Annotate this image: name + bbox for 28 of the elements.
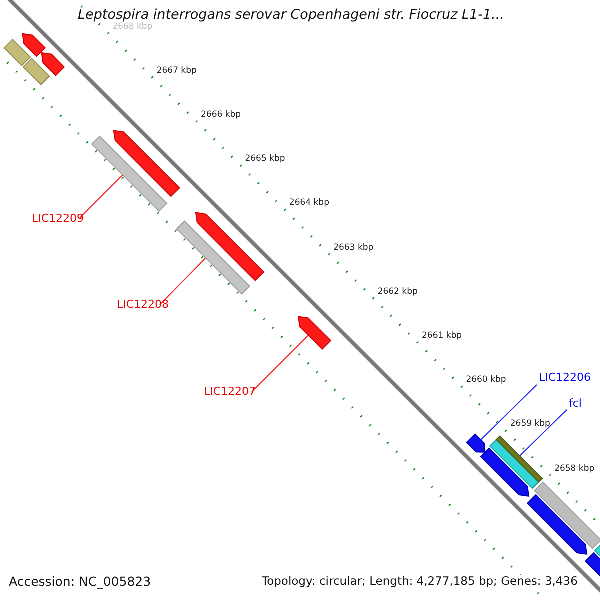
gene-feature xyxy=(176,220,250,295)
title: Leptospira interrogans serovar Copenhageni str. Fiocruz L1-1... xyxy=(78,8,504,23)
leader-line xyxy=(160,258,206,306)
leader-line xyxy=(80,174,124,218)
genome-summary-text: Topology: circular; Length: 4,277,185 bp; Genes: 3,436 xyxy=(262,575,578,588)
scale-label: 2659 kbp xyxy=(510,420,550,430)
scale-label: 2667 kbp xyxy=(156,66,197,76)
scale-label: 2666 kbp xyxy=(201,110,242,120)
leader-line xyxy=(252,334,310,392)
scale-label: 2664 kbp xyxy=(289,199,330,209)
gene-feature xyxy=(496,436,544,483)
gene-feature xyxy=(91,136,168,212)
scale-label: 2661 kbp xyxy=(422,332,462,342)
gene-label: fcl xyxy=(569,398,582,410)
scale-label: 2665 kbp xyxy=(245,155,286,165)
scale-label: 2662 kbp xyxy=(378,288,418,298)
gene-label: LIC12206 xyxy=(539,372,592,384)
scale-label: 2663 kbp xyxy=(334,244,374,253)
gene-label: LIC12209 xyxy=(32,213,84,226)
scale-label: 2668 kbp xyxy=(112,22,153,32)
gene-label: LIC12207 xyxy=(204,386,256,398)
gene-feature xyxy=(466,434,486,454)
gene-feature xyxy=(298,316,332,350)
scale-label: 2660 kbp xyxy=(466,376,506,386)
scale-label: 2658 kbp xyxy=(554,464,595,474)
gene-label: LIC12208 xyxy=(117,299,170,312)
accession-text: Accession: NC_005823 xyxy=(9,575,152,589)
leader-line xyxy=(480,384,538,440)
